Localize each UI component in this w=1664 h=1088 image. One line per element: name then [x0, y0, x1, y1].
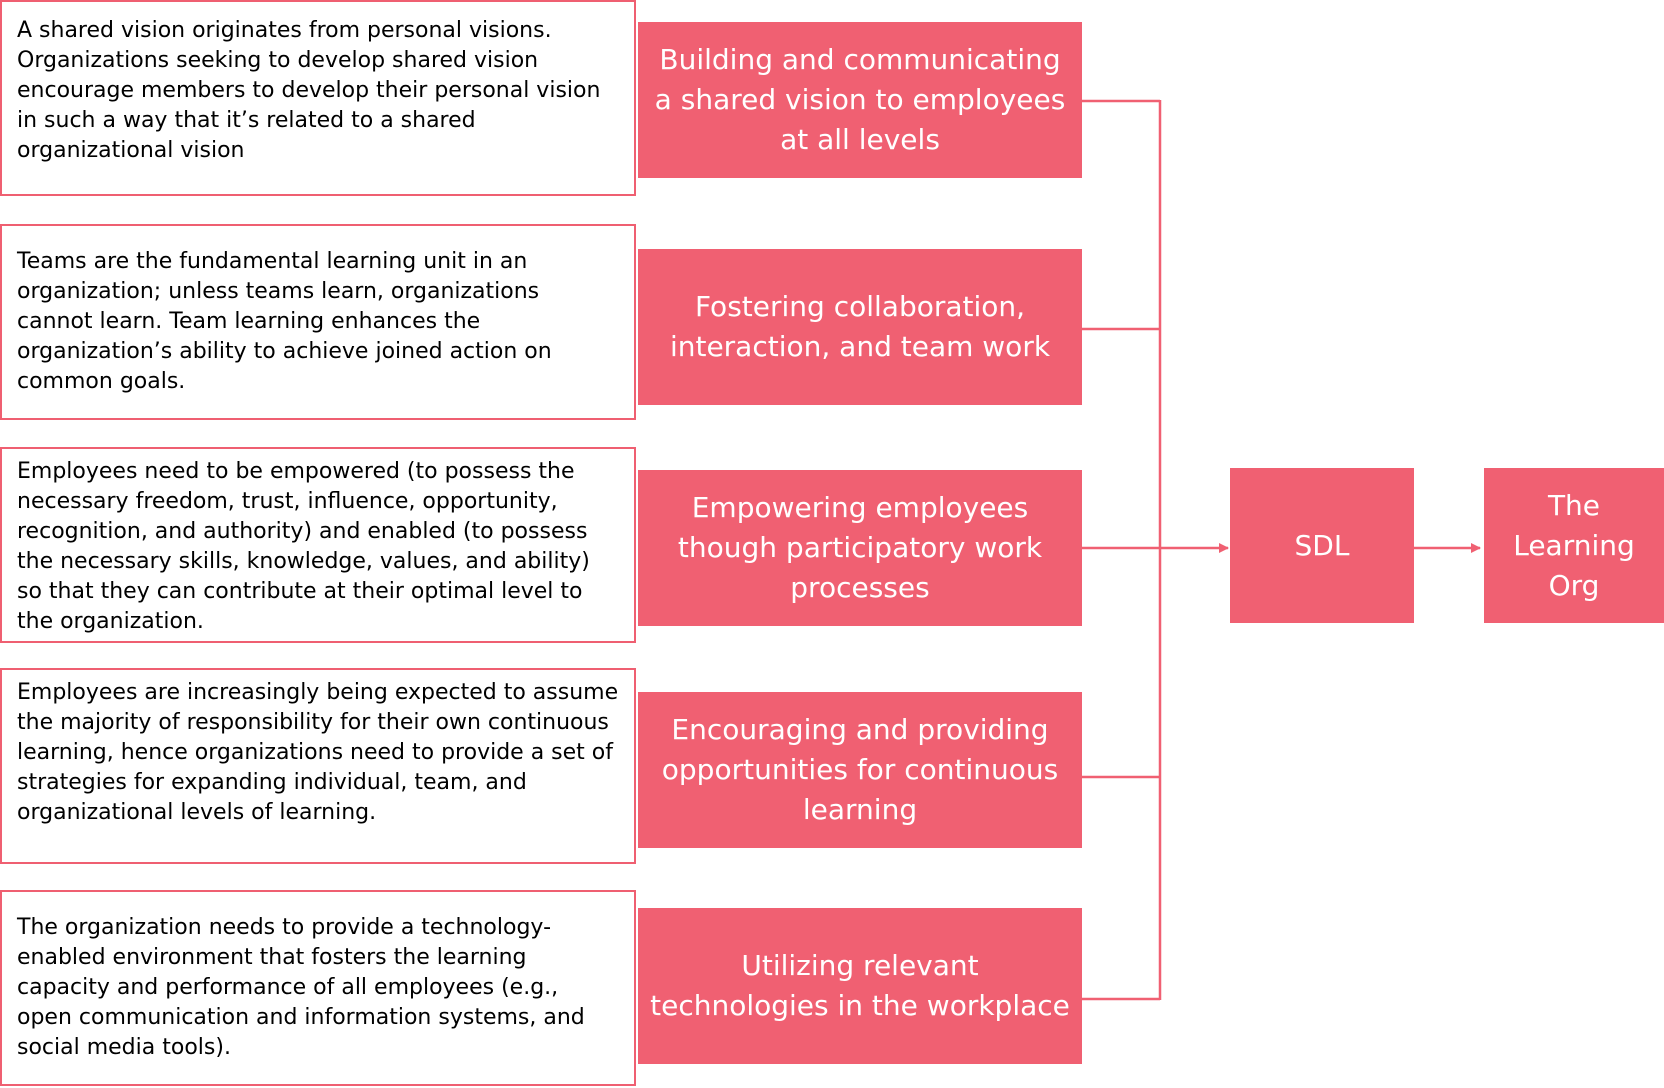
learning-org-label: The Learning Org	[1513, 488, 1635, 602]
factor-box-shared-vision: Building and communicating a shared visi…	[638, 22, 1082, 178]
factor-box-collaboration: Fostering collaboration, interaction, an…	[638, 249, 1082, 405]
factor-label: Encouraging and providing opportunities …	[661, 713, 1059, 826]
description-box-technology: The organization needs to provide a tech…	[0, 890, 636, 1086]
sdl-box: SDL	[1230, 468, 1414, 623]
sdl-label: SDL	[1294, 528, 1350, 562]
description-box-empowerment: Employees need to be empowered (to posse…	[0, 447, 636, 643]
factor-label: Utilizing relevant technologies in the w…	[650, 949, 1070, 1022]
description-box-shared-vision: A shared vision originates from personal…	[0, 0, 636, 196]
factor-label: Fostering collaboration, interaction, an…	[669, 290, 1051, 363]
description-box-continuous-learning: Employees are increasingly being expecte…	[0, 668, 636, 864]
factor-label: Building and communicating a shared visi…	[654, 43, 1066, 156]
learning-org-box: The Learning Org	[1484, 468, 1664, 623]
factor-box-empowering-employees: Empowering employees though participator…	[638, 470, 1082, 626]
factor-label: Empowering employees though participator…	[677, 491, 1043, 604]
description-box-team-learning: Teams are the fundamental learning unit …	[0, 224, 636, 420]
factor-box-continuous-learning: Encouraging and providing opportunities …	[638, 692, 1082, 848]
factor-box-technologies: Utilizing relevant technologies in the w…	[638, 908, 1082, 1064]
